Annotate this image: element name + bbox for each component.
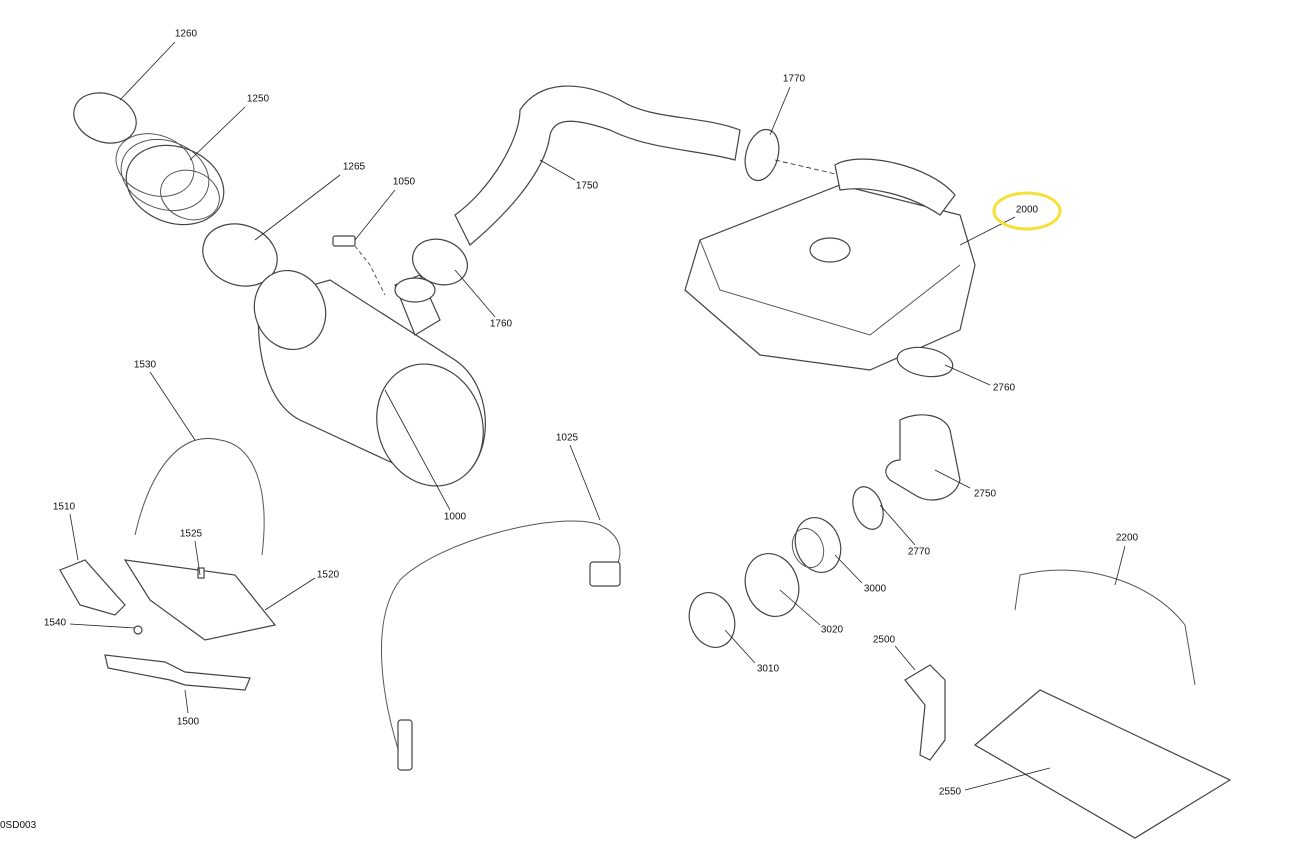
callout-label-2750: 2750: [974, 489, 997, 500]
callout-label-2000: 2000: [1016, 205, 1039, 216]
callout-label-1050: 1050: [393, 177, 416, 188]
leader-line-2200: [1114, 545, 1126, 586]
part-3020-ring: [744, 553, 800, 617]
leader-line-1250: [189, 106, 246, 161]
callout-label-1530: 1530: [134, 360, 157, 371]
leader-line-1500: [184, 689, 189, 714]
part-2550-plate: [973, 689, 1232, 839]
leader-line-1530: [149, 371, 196, 441]
callout-label-3020: 3020: [821, 625, 844, 636]
leader-line-2770: [879, 504, 916, 546]
part-2500-bracket: [904, 664, 946, 761]
callout-label-3010: 3010: [757, 664, 780, 675]
part-1520-heat-shield: [123, 559, 277, 641]
part-1265-clamp: [202, 223, 278, 287]
callout-label-2200: 2200: [1116, 533, 1139, 544]
leader-line-2760: [944, 364, 991, 386]
part-2760-clamp: [896, 346, 954, 378]
leader-line-1525: [194, 540, 201, 576]
part-1000-muffler: [253, 269, 486, 487]
leader-line-1750: [539, 159, 576, 181]
callout-label-2500: 2500: [873, 635, 896, 646]
leader-line-1260: [119, 41, 176, 101]
callout-label-1260: 1260: [175, 29, 198, 40]
part-1500-plate: [104, 654, 251, 691]
callout-label-2550: 2550: [939, 787, 962, 798]
part-1525-screw: [197, 567, 205, 579]
callout-label-1000: 1000: [444, 512, 467, 523]
part-1510-bracket: [59, 559, 126, 616]
part-1750-hose: [454, 85, 741, 246]
leader-line-1000: [384, 389, 451, 511]
leader-line-1025: [569, 444, 601, 521]
part-2750-elbow: [885, 414, 961, 501]
part-2200-strap: [1014, 569, 1196, 686]
part-3000-adapter: [791, 517, 842, 573]
callout-label-1520: 1520: [317, 570, 340, 581]
part-1540-nut: [133, 625, 143, 635]
leader-line-2550: [964, 767, 1051, 791]
parts-drawing: [59, 85, 1232, 839]
leader-line-1520: [264, 577, 316, 611]
leader-line-3000: [834, 554, 863, 584]
callout-label-1770: 1770: [783, 74, 806, 85]
leader-line-1760: [454, 269, 496, 318]
callout-label-1760: 1760: [490, 319, 513, 330]
callout-label-1525: 1525: [180, 529, 203, 540]
part-1760-clamp: [412, 238, 468, 286]
callout-label-2770: 2770: [908, 547, 931, 558]
part-1025-oxygen-sensor: [381, 520, 621, 771]
part-1530-strap: [134, 438, 265, 556]
highlight-circle: [992, 191, 1062, 231]
callout-label-1265: 1265: [343, 162, 366, 173]
part-3010-seal: [688, 592, 736, 648]
leader-line-2500: [894, 645, 916, 671]
part-1260-clamp: [73, 92, 137, 144]
leader-line-1265: [254, 174, 341, 241]
leader-line-2750: [934, 469, 971, 489]
callout-label-1750: 1750: [576, 181, 599, 192]
reference-code: 0SD003: [0, 820, 37, 831]
leader-line-3020: [779, 589, 821, 626]
callout-label-1500: 1500: [177, 717, 200, 728]
callout-label-1250: 1250: [247, 94, 270, 105]
callout-label-2760: 2760: [993, 383, 1016, 394]
callout-label-1510: 1510: [53, 502, 76, 513]
callout-label-1025: 1025: [556, 433, 579, 444]
callout-label-3000: 3000: [864, 584, 887, 595]
leader-line-3010: [724, 629, 756, 664]
leader-lines: [69, 41, 1126, 791]
callout-label-1540: 1540: [44, 618, 67, 629]
part-2770-clamp: [852, 486, 884, 530]
part-1250-bellows: [115, 133, 225, 226]
part-2000-air-box: [684, 158, 976, 371]
callout-labels: 1260 1250 1265 1050 1750 1770 2000 1760 1530 1000…: [44, 29, 1139, 798]
leader-line-1540: [69, 623, 136, 629]
leader-line-2000: [959, 216, 1016, 246]
part-1050-sensor: [332, 235, 386, 296]
part-1770-clamp: [744, 128, 780, 182]
leader-line-1770: [769, 86, 791, 136]
leader-line-1050: [354, 189, 396, 241]
leader-line-1510: [69, 513, 79, 561]
